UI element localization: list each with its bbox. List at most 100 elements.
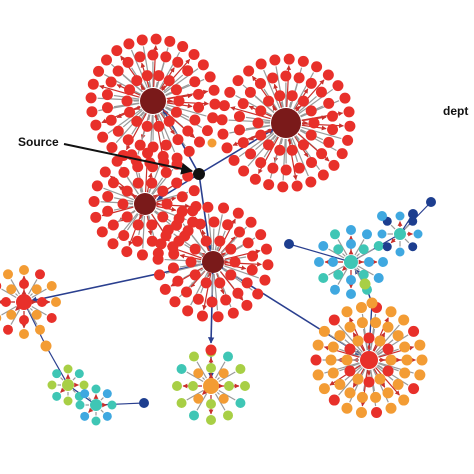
cluster-d-leaf-node	[168, 248, 180, 260]
cluster-d-leaf-node	[262, 259, 274, 271]
cluster-f-leaf-node	[374, 335, 386, 347]
cluster-j-hub-node	[62, 379, 74, 391]
cluster-d-leaf-node	[232, 287, 244, 299]
cluster-g-leaf-edge	[342, 253, 346, 257]
cluster-c-leaf-node	[161, 198, 173, 210]
cluster-f-leaf-node	[334, 330, 346, 342]
cluster-a-leaf-node	[121, 95, 133, 107]
cluster-i-hub-node	[394, 228, 406, 240]
cluster-b-leaf-node	[280, 70, 292, 82]
cluster-b-leaf-node	[224, 86, 236, 98]
cluster-k-leaf-node	[107, 400, 117, 410]
cluster-b-leaf-node	[283, 53, 295, 65]
cluster-a-leaf-node	[86, 106, 98, 118]
cluster-a-leaf-node	[106, 141, 118, 153]
cluster-a-leaf-node	[111, 45, 123, 57]
cluster-b-leaf-edge	[280, 138, 284, 145]
cluster-b-leaf-node	[255, 157, 267, 169]
cluster-a-leaf-node	[90, 119, 102, 131]
cluster-c-leaf-node	[117, 198, 129, 210]
cluster-f-leaf-node	[312, 369, 324, 381]
cluster-j-leaf-node	[47, 380, 57, 390]
cluster-a-leaf-node	[124, 84, 136, 96]
chain-node	[139, 398, 149, 408]
cluster-a-leaf-node	[153, 70, 165, 82]
cluster-b-leaf-edge	[272, 105, 278, 112]
cluster-b-leaf-node	[328, 159, 340, 171]
cluster-c-leaf-node	[132, 219, 144, 231]
cluster-h-leaf-node	[189, 410, 199, 421]
cluster-b-leaf-node	[327, 124, 339, 136]
cluster-f-leaf-node	[355, 302, 367, 314]
cluster-d-leaf-node	[172, 275, 184, 287]
cluster-c-leaf-node	[99, 166, 111, 178]
cluster-h-leaf-edge	[216, 377, 220, 381]
cluster-c-leaf-node	[107, 219, 119, 231]
cluster-e-leaf-node	[0, 314, 2, 322]
cluster-f-hub-node	[360, 351, 378, 369]
cluster-d-leaf-node	[159, 283, 171, 295]
cluster-a-leaf-edge	[155, 81, 158, 88]
backbone-edge	[23, 301, 47, 347]
cluster-d-leaf-node	[200, 277, 212, 289]
cluster-c-leaf-node	[188, 185, 200, 197]
cluster-b-leaf-node	[280, 164, 292, 176]
cluster-c-leaf-node	[107, 238, 119, 250]
cluster-f-leaf-node	[382, 321, 394, 333]
cluster-a-leaf-node	[170, 84, 182, 96]
cluster-b-leaf-edge	[280, 101, 284, 108]
cluster-f-leaf-node	[382, 343, 394, 355]
cluster-a-leaf-node	[101, 102, 113, 114]
cluster-c-leaf-edge	[142, 215, 145, 249]
cluster-f-leaf-node	[414, 339, 426, 351]
cluster-f-leaf-edge	[338, 367, 363, 396]
chain-node	[359, 278, 371, 290]
cluster-d-hub-node	[202, 251, 224, 273]
cluster-d-leaf-node	[241, 277, 253, 289]
cluster-f-leaf-node	[312, 339, 324, 351]
cluster-c-leaf-edge	[148, 189, 151, 193]
cluster-g-hub-node	[344, 255, 358, 269]
cluster-a-leaf-node	[193, 101, 205, 113]
cluster-b-leaf-node	[317, 169, 329, 181]
cluster-d-leaf-node	[247, 250, 259, 262]
cluster-b-leaf-node	[315, 86, 327, 98]
cluster-f-leaf-node	[363, 332, 375, 344]
cluster-b-hub-node	[271, 108, 301, 138]
cluster-f-leaf-node	[344, 343, 356, 355]
cluster-d-leaf-node	[187, 205, 199, 217]
cluster-f-leaf-node	[398, 394, 410, 406]
cluster-h-leaf-node	[193, 393, 204, 404]
cluster-b-leaf-node	[244, 86, 256, 98]
cluster-k-leaf-node	[91, 416, 101, 426]
cluster-d-leaf-edge	[212, 228, 215, 251]
cluster-b-leaf-edge	[288, 101, 292, 108]
cluster-d-leaf-node	[218, 202, 230, 214]
source-pointer-arrow	[63, 143, 194, 175]
cluster-d-leaf-node	[154, 269, 166, 281]
cluster-e-leaf-node	[35, 324, 45, 335]
cluster-b-leaf-node	[293, 72, 305, 84]
cluster-c-leaf-node	[171, 177, 183, 189]
cluster-a-leaf-edge	[130, 49, 149, 89]
cluster-a-leaf-edge	[140, 111, 145, 117]
cluster-b-leaf-node	[267, 162, 279, 174]
cluster-h-leaf-edge	[216, 391, 220, 395]
cluster-i-leaf-edge	[404, 238, 410, 244]
cluster-a-leaf-node	[85, 92, 97, 104]
cluster-j-leaf-node	[63, 364, 73, 374]
cluster-f-leaf-node	[325, 354, 337, 366]
cluster-b-leaf-node	[274, 90, 286, 102]
cluster-h-leaf-node	[189, 351, 199, 362]
cluster-d-leaf-node	[212, 311, 224, 323]
chain-node	[366, 297, 378, 309]
cluster-e-leaf-node	[19, 279, 29, 289]
cluster-f-leaf-node	[328, 314, 340, 326]
cluster-j-leaf-node	[79, 380, 89, 390]
cluster-b-leaf-node	[216, 114, 228, 126]
cluster-b-leaf-node	[233, 110, 245, 122]
cluster-b-leaf-node	[305, 77, 317, 89]
cluster-d-leaf-node	[162, 224, 174, 236]
cluster-h-leaf-node	[206, 399, 216, 409]
cluster-f-leaf-node	[328, 394, 340, 406]
